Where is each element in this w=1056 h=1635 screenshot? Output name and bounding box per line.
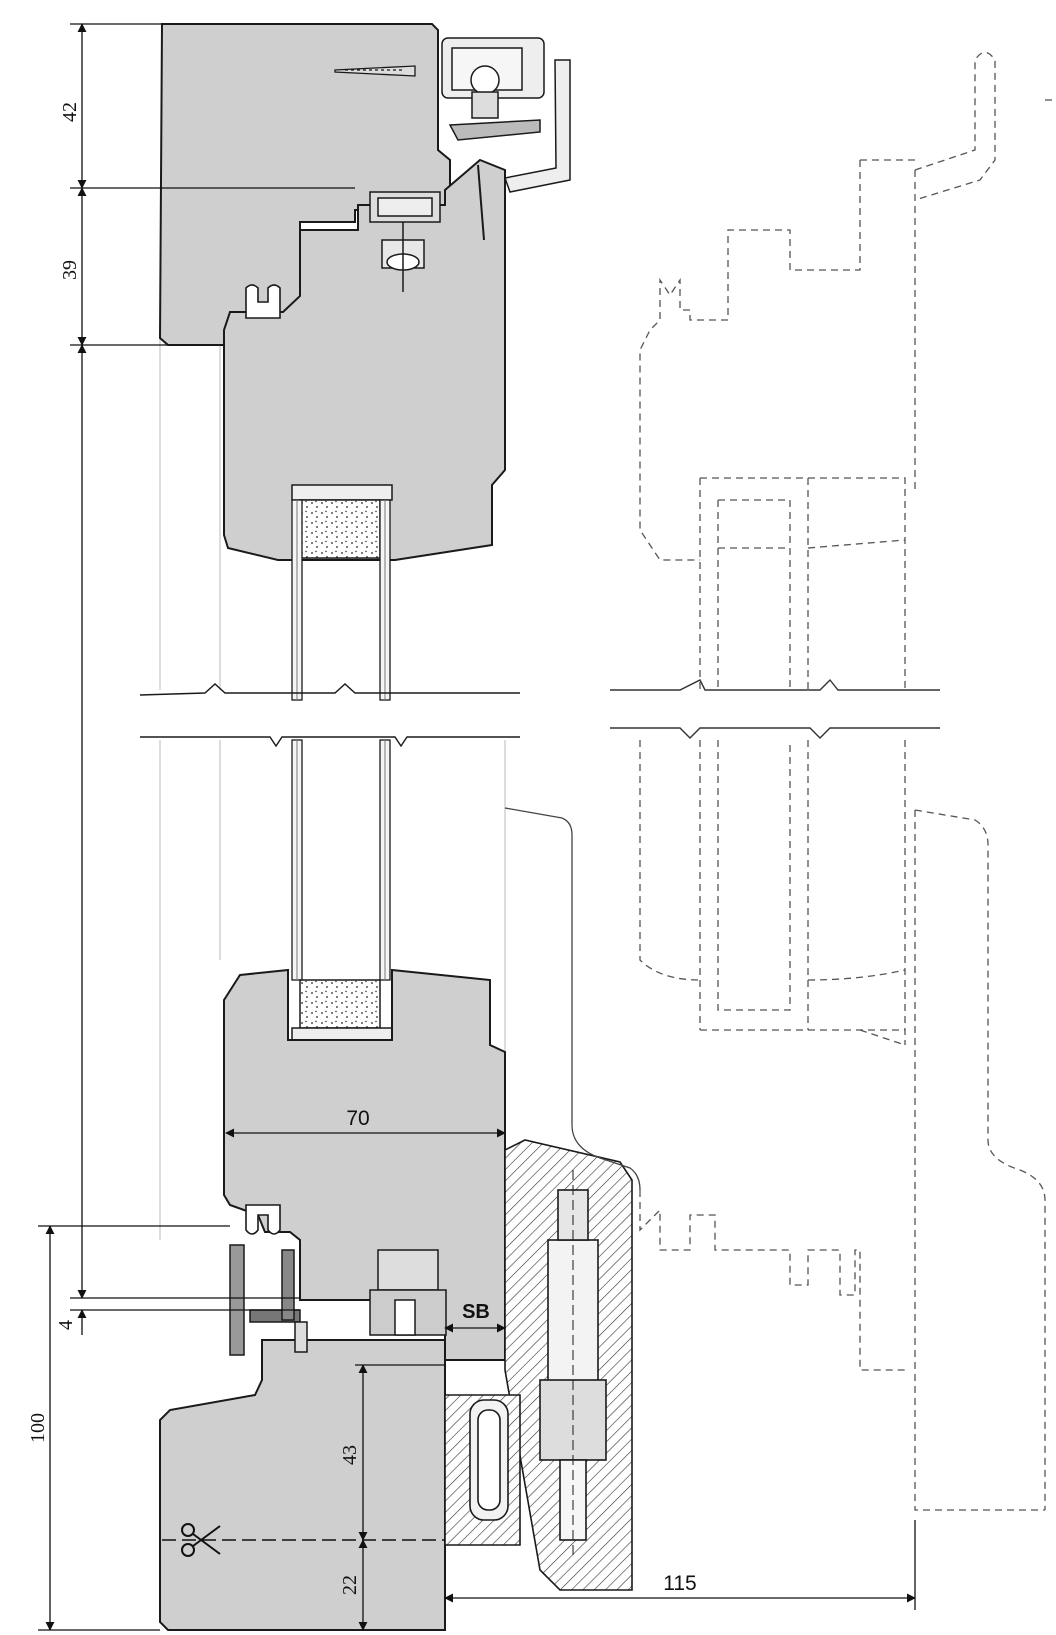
sliding-cover-outline bbox=[504, 807, 641, 1191]
upper-sash-groove bbox=[245, 284, 281, 319]
dim-label-4: 4 bbox=[55, 1320, 77, 1330]
dim-label-115: 115 bbox=[663, 1572, 696, 1595]
upper-sash-profile bbox=[223, 158, 506, 561]
lower-hardware bbox=[229, 1244, 447, 1356]
dim-label-sb: SB bbox=[462, 1301, 490, 1323]
dashed-ghost-outline bbox=[639, 51, 1055, 1511]
break-lines bbox=[139, 678, 940, 748]
scissors-icon bbox=[181, 1523, 221, 1557]
glazing-upper bbox=[291, 484, 393, 701]
head-frame-profile bbox=[158, 23, 451, 346]
sill-frame-profile bbox=[159, 1339, 446, 1631]
dim-label-70: 70 bbox=[346, 1107, 369, 1130]
dim-label-43: 43 bbox=[339, 1445, 361, 1465]
lower-sash-groove bbox=[245, 1204, 281, 1235]
glazing-lower bbox=[291, 739, 393, 1045]
dim-label-39: 39 bbox=[59, 260, 81, 280]
background-frame-lines bbox=[159, 330, 506, 1240]
upper-hardware bbox=[369, 37, 571, 292]
dimension-lines bbox=[38, 23, 916, 1631]
dim-label-42: 42 bbox=[59, 102, 81, 122]
dim-label-100: 100 bbox=[27, 1413, 49, 1443]
sliding-hardware bbox=[444, 1139, 633, 1591]
dim-label-22: 22 bbox=[339, 1575, 361, 1595]
